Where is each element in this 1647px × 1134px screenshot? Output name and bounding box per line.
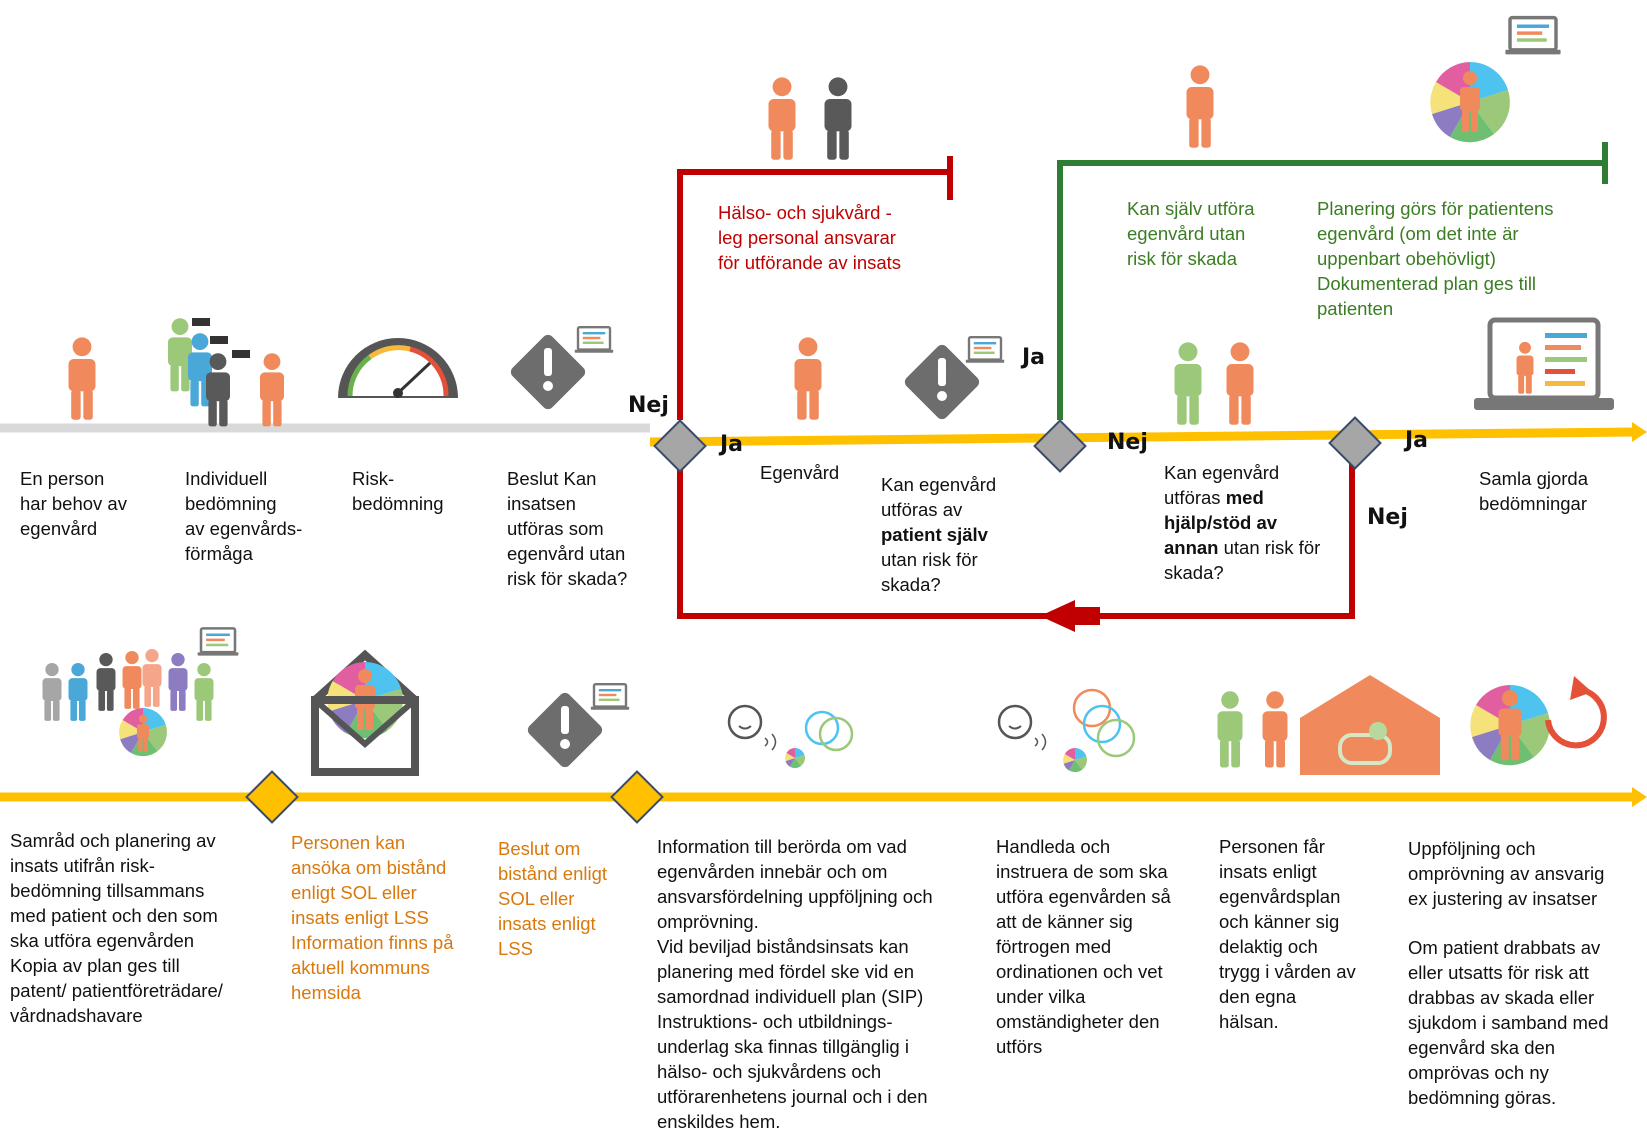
milestone-diamond-1 bbox=[245, 770, 299, 824]
step-samla-bedomningar: Samla gjorda bedömningar bbox=[1479, 468, 1589, 514]
bottom-beslut-bistand: Beslut om bistånd enligt SOL eller insat… bbox=[498, 838, 608, 959]
bottom-ansoka-bistand: Personen kan ansöka om bistånd enligt SO… bbox=[291, 832, 454, 1003]
red-branch-text: Hälso- och sjukvård - leg personal ansva… bbox=[718, 202, 902, 273]
timeline-arrowhead-upper bbox=[1632, 422, 1647, 442]
decision-diamond-2 bbox=[1033, 419, 1087, 473]
laptop-icon bbox=[1503, 15, 1563, 57]
envelope-icon bbox=[311, 649, 419, 776]
laptop-icon bbox=[573, 326, 615, 354]
label-ja-1: Ja bbox=[720, 432, 744, 457]
home-care-icon bbox=[1217, 675, 1440, 775]
group-planning-icon bbox=[42, 648, 214, 757]
milestone-diamond-2 bbox=[610, 770, 664, 824]
decision-diamond-3 bbox=[1328, 416, 1382, 470]
bottom-information: Information till berörda om vad egenvård… bbox=[657, 836, 933, 1132]
step-riskbedomning: Risk- bedömning bbox=[352, 468, 444, 514]
team-assessment-icon bbox=[168, 318, 284, 427]
decision-diamond-1 bbox=[653, 419, 707, 473]
person-icon bbox=[68, 337, 96, 420]
care-wheel-icon bbox=[1430, 62, 1510, 143]
bottom-ompravning: Om patient drabbats av eller utsatts för… bbox=[1408, 937, 1609, 1108]
label-nej-2: Nej bbox=[1107, 430, 1148, 455]
bottom-personen-far: Personen får insats enligt egenvårdsplan… bbox=[1219, 836, 1356, 1032]
label-nej-1: Nej bbox=[628, 393, 669, 418]
step-beslut: Beslut Kan insatsen utföras som egenvård… bbox=[507, 468, 628, 589]
follow-up-wheel-icon bbox=[1470, 676, 1607, 766]
timeline-arrowhead-lower bbox=[1632, 787, 1647, 807]
green-branch-text-2: Planering görs för patientens egenvård (… bbox=[1317, 198, 1554, 319]
step-individuell-bedomning: Individuell bedömning av egenvårds- förm… bbox=[185, 468, 303, 564]
person-icon bbox=[1186, 65, 1214, 148]
conversation-icon bbox=[997, 688, 1136, 773]
bottom-handleda: Handleda och instruera de som ska utföra… bbox=[996, 836, 1171, 1057]
question-patient-sjalv: Kan egenvård utföras av patient själv ut… bbox=[881, 474, 997, 595]
bottom-uppfoljning: Uppföljning och omprövning av ansvarig e… bbox=[1408, 838, 1605, 909]
two-people-icon bbox=[768, 77, 852, 160]
green-branch bbox=[1057, 160, 1605, 420]
label-ja-3: Ja bbox=[1405, 428, 1429, 453]
warning-decision-icon bbox=[508, 332, 588, 412]
bottom-samrad: Samråd och planering av insats utifrån r… bbox=[10, 830, 223, 1026]
red-return-arrow-body bbox=[1072, 607, 1100, 625]
green-branch-text-1: Kan själv utföra egenvård utan risk för … bbox=[1127, 198, 1255, 269]
laptop-icon bbox=[196, 627, 240, 657]
conversation-icon bbox=[727, 704, 854, 769]
red-return-arrow bbox=[1040, 600, 1075, 632]
warning-decision-icon bbox=[525, 690, 605, 770]
laptop-icon bbox=[589, 683, 631, 711]
question-med-hjalp: Kan egenvård utföras med hjälp/stöd av a… bbox=[1164, 462, 1321, 583]
red-branch-up bbox=[677, 169, 950, 420]
timeline-yellow-upper bbox=[649, 427, 1636, 447]
label-nej-3: Nej bbox=[1367, 505, 1408, 530]
risk-gauge-icon bbox=[338, 338, 458, 398]
label-ja-2: Ja bbox=[1022, 345, 1046, 370]
laptop-plan-icon bbox=[1474, 317, 1614, 410]
red-return-loop bbox=[677, 445, 1355, 619]
step-egenvard: Egenvård bbox=[760, 462, 840, 483]
person-icon bbox=[794, 337, 822, 420]
step-en-person: En person har behov av egenvård bbox=[20, 468, 127, 539]
laptop-icon bbox=[964, 336, 1006, 364]
two-people-icon bbox=[1174, 342, 1254, 425]
